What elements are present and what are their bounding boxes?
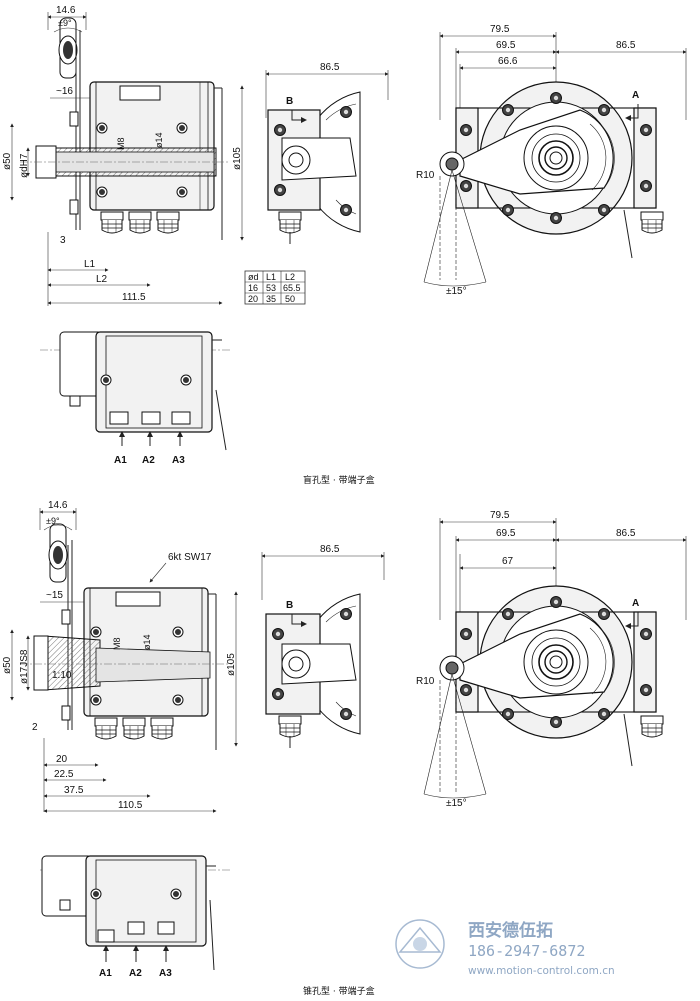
dim-79-5-b: 79.5 bbox=[490, 510, 510, 521]
table-header-od: ød bbox=[248, 272, 259, 282]
top-middle-view: 86.5 B bbox=[265, 62, 389, 244]
table-header-l2: L2 bbox=[285, 272, 295, 282]
dim-14-6: 14.6 bbox=[56, 5, 76, 16]
dim-1-10: 1:10 bbox=[52, 670, 72, 681]
dim-3: 3 bbox=[60, 235, 66, 246]
label-a1-b: A1 bbox=[99, 968, 112, 979]
watermark: 西安德伍拓 186-2947-6872 www.motion-control.c… bbox=[395, 919, 615, 977]
watermark-url: www.motion-control.com.cn bbox=[468, 965, 615, 977]
table-cell: 16 bbox=[248, 283, 258, 293]
label-a2: A2 bbox=[142, 455, 155, 466]
dim-o50-b: ø50 bbox=[2, 656, 13, 674]
bottom-side-view: 14.6 ±9° 6kt SW17 ~15 ø50 ø17JS8 M8 ø14 … bbox=[2, 500, 238, 813]
dim-o17js8: ø17JS8 bbox=[19, 649, 30, 684]
caption-top: 盲孔型 · 带端子盒 bbox=[303, 474, 375, 486]
dim-22-5: 22.5 bbox=[54, 769, 74, 780]
table-cell: 20 bbox=[248, 294, 258, 304]
caption-bottom: 锥孔型 · 带端子盒 bbox=[303, 985, 375, 997]
table-cell: 53 bbox=[266, 283, 276, 293]
table-header-l1: L1 bbox=[266, 272, 276, 282]
top-front-view: 79.5 69.5 86.5 66.6 bbox=[416, 24, 687, 297]
label-a3-b: A3 bbox=[159, 968, 172, 979]
dim-16: ~16 bbox=[56, 86, 73, 97]
watermark-phone: 186-2947-6872 bbox=[468, 942, 585, 960]
dim-o105: ø105 bbox=[232, 147, 243, 170]
dim-l1: L1 bbox=[84, 259, 96, 270]
dim-m8-b: M8 bbox=[112, 637, 122, 650]
bottom-front-view: 79.5 69.5 86.5 67 bbox=[416, 510, 687, 809]
label-b: B bbox=[286, 96, 293, 107]
bottom-bottom-view: A1 A2 A3 bbox=[40, 855, 232, 979]
dim-pm9: ±9° bbox=[58, 18, 72, 28]
dim-o105-b: ø105 bbox=[226, 653, 237, 676]
dim-14-6-b: 14.6 bbox=[48, 500, 68, 511]
dim-111-5: 111.5 bbox=[122, 292, 146, 303]
top-side-view: 14.6 ±9° ~16 ø50 ødH7 M8 ø14 ø105 3 L1 L… bbox=[2, 5, 244, 306]
table-cell: 35 bbox=[266, 294, 276, 304]
table-cell: 50 bbox=[285, 294, 295, 304]
dim-pm9-b: ±9° bbox=[46, 516, 60, 526]
dim-37-5: 37.5 bbox=[64, 785, 84, 796]
dim-o14: ø14 bbox=[154, 132, 164, 148]
dim-pm15-b: ±15° bbox=[446, 798, 467, 809]
dim-79-5: 79.5 bbox=[490, 24, 510, 35]
label-a3: A3 bbox=[172, 455, 185, 466]
table-cell: 65.5 bbox=[283, 283, 301, 293]
dim-67: 67 bbox=[502, 556, 514, 567]
dim-15: ~15 bbox=[46, 590, 63, 601]
dim-m8: M8 bbox=[116, 137, 126, 150]
dim-2: 2 bbox=[32, 722, 38, 733]
bottom-middle-view: 86.5 B bbox=[261, 544, 385, 748]
dim-r10: R10 bbox=[416, 170, 435, 181]
dim-86-5-front-b: 86.5 bbox=[616, 528, 636, 539]
watermark-company: 西安德伍拓 bbox=[468, 920, 553, 941]
dim-l2: L2 bbox=[96, 274, 108, 285]
dim-o14-b: ø14 bbox=[142, 634, 152, 650]
label-a1: A1 bbox=[114, 455, 127, 466]
top-bottom-view: A1 A2 A3 bbox=[40, 331, 232, 466]
label-a: A bbox=[632, 90, 639, 101]
dim-6kt-sw17: 6kt SW17 bbox=[168, 552, 212, 563]
dim-pm15: ±15° bbox=[446, 286, 467, 297]
dim-r10-b: R10 bbox=[416, 676, 435, 687]
label-b-b: B bbox=[286, 600, 293, 611]
dim-o50: ø50 bbox=[2, 152, 13, 170]
dim-66-6: 66.6 bbox=[498, 56, 518, 67]
dim-69-5: 69.5 bbox=[496, 40, 516, 51]
dim-20: 20 bbox=[56, 754, 68, 765]
dim-86-5-front: 86.5 bbox=[616, 40, 636, 51]
dim-69-5-b: 69.5 bbox=[496, 528, 516, 539]
dim-86-5-mid: 86.5 bbox=[320, 62, 340, 73]
dimension-table: ød L1 L2 16 53 65.5 20 35 50 bbox=[244, 270, 306, 305]
watermark-logo-icon bbox=[395, 919, 445, 969]
dim-odh7: ødH7 bbox=[19, 153, 30, 178]
label-a-b: A bbox=[632, 598, 639, 609]
label-a2-b: A2 bbox=[129, 968, 142, 979]
dim-110-5: 110.5 bbox=[118, 800, 143, 811]
dim-86-5-mid-b: 86.5 bbox=[320, 544, 340, 555]
